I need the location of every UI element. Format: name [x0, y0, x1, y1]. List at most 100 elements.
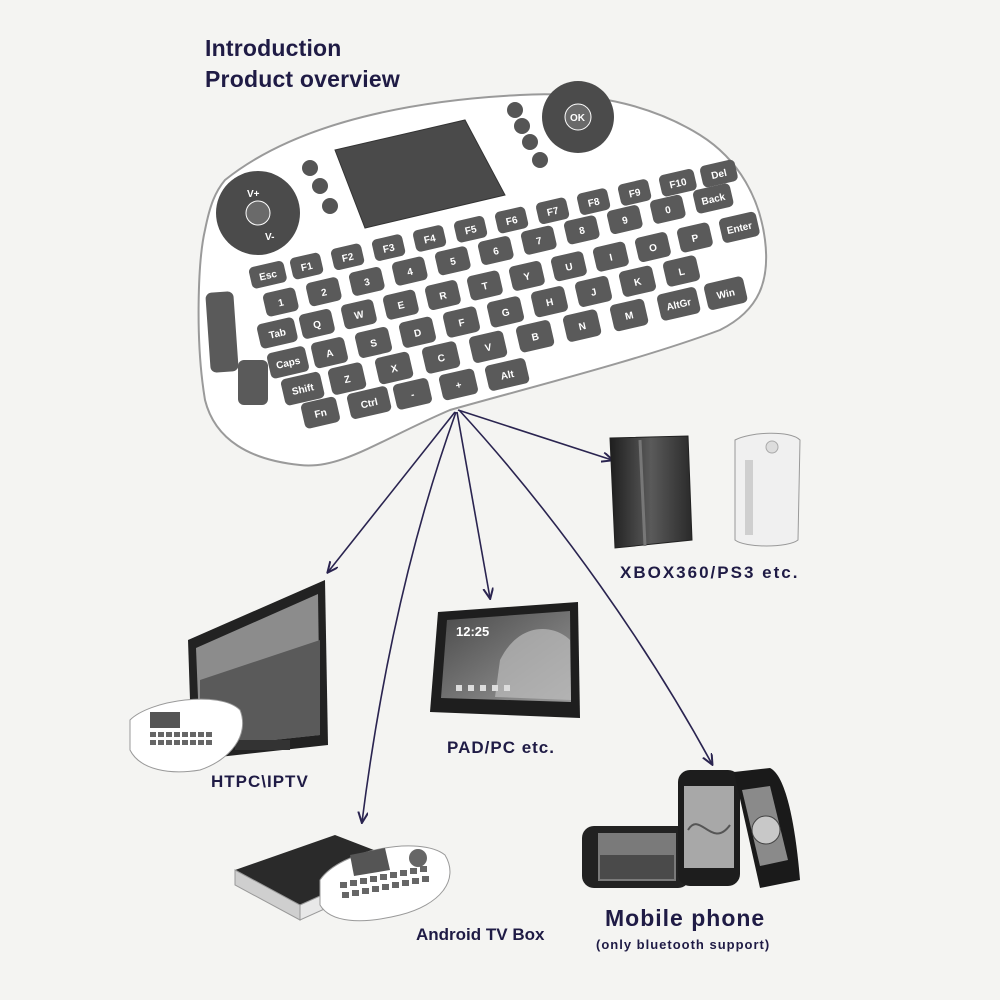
key-x: X	[374, 351, 414, 385]
key-label: 5	[449, 256, 457, 268]
key-label: O	[648, 242, 658, 255]
key-p: P	[676, 222, 713, 253]
key-n: N	[562, 309, 602, 342]
key-1: 1	[262, 287, 299, 317]
key-6: 6	[477, 236, 514, 265]
key-f7: F7	[535, 197, 570, 225]
key-label: T	[481, 281, 489, 293]
key-label: Ctrl	[360, 397, 379, 412]
key-label: F1	[300, 261, 314, 274]
key-label: H	[545, 297, 555, 309]
label-htpc: HTPC\IPTV	[211, 772, 309, 791]
mobile-phones-image	[582, 768, 800, 888]
key-h: H	[530, 286, 568, 318]
key-label: 8	[578, 225, 586, 237]
key-label: 3	[363, 277, 371, 289]
key-label: J	[590, 287, 598, 299]
label-tablet: PAD/PC etc.	[447, 738, 555, 757]
key-7: 7	[520, 225, 557, 255]
key-label: A	[325, 348, 335, 360]
key-label: S	[369, 338, 378, 350]
key-label: 0	[664, 205, 672, 217]
key-i: I	[592, 241, 629, 272]
key-l: L	[662, 255, 700, 287]
key-label: Alt	[500, 369, 516, 383]
key-del: Del	[699, 159, 738, 188]
htpc-image	[129, 580, 328, 773]
key-label: K	[633, 276, 643, 289]
key-label: X	[390, 363, 399, 375]
key-f10: F10	[658, 168, 697, 197]
key-grid: EscF1F2F3F4F5F6F7F8F9F10Del1234567890Bac…	[248, 159, 760, 429]
key-f2: F2	[330, 243, 365, 271]
key-back: Back	[692, 183, 734, 214]
key-0: 0	[649, 194, 686, 224]
arrow-to-tablet	[456, 411, 490, 598]
tvbox-image	[234, 835, 451, 922]
tablet-image: 12:25	[430, 602, 580, 718]
label-console: XBOX360/PS3 etc.	[620, 563, 800, 582]
key-label: F	[458, 317, 466, 329]
key-b: B	[515, 320, 555, 353]
key-9: 9	[606, 205, 643, 234]
heading-product-overview: Product overview	[205, 66, 400, 92]
key-label: F3	[382, 242, 396, 255]
key-f5: F5	[453, 216, 488, 243]
key-caps: Caps	[266, 346, 309, 379]
key-f9: F9	[617, 179, 652, 206]
key-label: V	[484, 342, 493, 354]
key-label: B	[531, 332, 541, 344]
key-label: G	[501, 307, 511, 320]
media-volume-down-label: V-	[265, 232, 274, 243]
key-5: 5	[434, 246, 471, 276]
key-r: R	[424, 280, 461, 310]
key-label: Del	[710, 168, 728, 182]
key-m: M	[609, 298, 649, 332]
key-label: Q	[312, 319, 322, 332]
key-label: 7	[535, 236, 543, 248]
key-label: F7	[546, 206, 560, 219]
key-k: K	[618, 265, 656, 297]
key-u: U	[550, 251, 587, 282]
key-label: Caps	[275, 356, 302, 372]
key-label: 2	[320, 287, 328, 299]
key-label: N	[578, 321, 588, 333]
key-f3: F3	[371, 234, 406, 261]
key-label: Back	[701, 192, 727, 208]
arrow-to-tvbox	[362, 411, 457, 822]
arrow-to-console	[457, 409, 612, 460]
key-v: V	[468, 330, 508, 363]
key-y: Y	[508, 260, 545, 291]
key-d: D	[398, 316, 436, 348]
key-label: P	[691, 233, 700, 245]
keyboard-device: OK V+ V- EscF1F2F3F4F5F6F7F8F9F10Del1234…	[197, 81, 768, 467]
key-f: F	[442, 306, 480, 338]
key-4: 4	[391, 256, 428, 286]
key-f1: F1	[289, 252, 324, 280]
key-label: E	[397, 300, 406, 312]
key-label: 4	[406, 266, 414, 278]
key-label: Tab	[268, 327, 287, 342]
key-label: Y	[523, 271, 532, 283]
arrow-to-htpc	[328, 411, 456, 572]
key-label: F2	[341, 252, 355, 265]
key-label: Win	[716, 287, 736, 302]
key-e: E	[382, 289, 419, 320]
key-label: AltGr	[666, 297, 693, 313]
key-f6: F6	[494, 206, 529, 234]
key-3: 3	[348, 266, 385, 296]
key-f8: F8	[576, 188, 611, 215]
key-label: F10	[669, 177, 689, 192]
key-f4: F4	[412, 225, 447, 252]
key-2: 2	[305, 277, 342, 307]
console-image	[609, 432, 801, 549]
key-o: O	[634, 232, 671, 262]
key-: +	[438, 368, 478, 401]
label-tvbox: Android TV Box	[416, 925, 545, 944]
key-label: L	[678, 266, 686, 278]
dpad-ok-label: OK	[570, 113, 586, 124]
key-t: T	[466, 270, 503, 301]
key-label: R	[438, 290, 448, 303]
key-label: I	[609, 252, 614, 263]
